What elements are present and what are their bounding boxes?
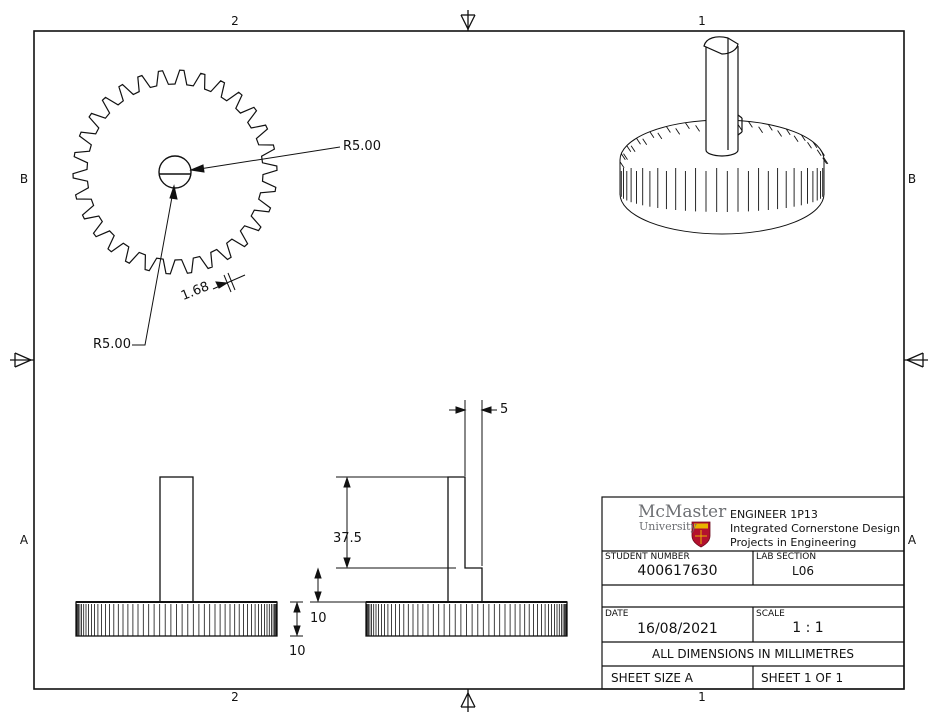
iso-tooth-face	[816, 149, 822, 156]
zone-label-bottom-right: 1	[698, 690, 706, 704]
iso-tooth-face	[630, 145, 636, 153]
iso-tooth-face	[619, 161, 625, 169]
zone-label-bottom-left: 2	[231, 690, 239, 704]
lab-section-value: L06	[792, 564, 814, 578]
iso-tooth-face	[626, 145, 632, 152]
iso-tooth-face	[807, 141, 812, 149]
gear-thickness-dimension	[290, 601, 303, 637]
gear-isometric-view	[619, 36, 829, 235]
iso-tooth-face	[649, 131, 655, 138]
front-gear-ridges	[75, 604, 278, 636]
hub-height-dimension	[310, 567, 366, 603]
iso-tooth-face	[737, 124, 743, 131]
zone-label-right-lower: A	[907, 533, 917, 547]
crest-logo	[691, 521, 711, 548]
gear-front-view	[75, 476, 278, 637]
course-name-line1: Integrated Cornerstone Design	[730, 522, 901, 535]
iso-tooth-face	[620, 153, 626, 160]
iso-tooth-face	[675, 128, 681, 135]
iso-tooth-face	[636, 137, 641, 145]
iso-tooth-face	[748, 121, 753, 128]
flat-width-label: 5	[500, 402, 509, 417]
units-note: ALL DIMENSIONS IN MILLIMETRES	[651, 647, 855, 661]
iso-tooth-face	[657, 132, 663, 140]
side-gear-ridges	[365, 604, 568, 636]
center-mark-right	[904, 352, 928, 368]
shaft-hole	[158, 155, 192, 189]
tooth-width-dimension	[212, 272, 246, 293]
logo-university: University	[639, 520, 697, 533]
iso-tooth-face	[758, 126, 763, 133]
iso-tooth-face	[820, 149, 825, 156]
center-mark-bottom	[460, 689, 476, 712]
front-shaft	[159, 476, 194, 603]
iso-gear-teeth	[619, 119, 829, 212]
zone-label-right-upper: B	[907, 172, 917, 186]
hole-radius-label-right: R5.00	[343, 139, 381, 154]
iso-tooth-face	[685, 122, 690, 129]
sheet-number: SHEET 1 OF 1	[761, 671, 844, 685]
hole-radius-label-left: R5.00	[93, 337, 131, 352]
scale-label: SCALE	[756, 609, 785, 619]
iso-shaft	[703, 36, 743, 157]
gear-top-view	[72, 69, 278, 275]
sheet-size: SHEET SIZE A	[611, 671, 693, 685]
zone-label-top-right: 1	[698, 14, 706, 28]
flat-width-dimension	[449, 400, 497, 566]
iso-tooth-face	[777, 130, 782, 137]
side-shaft	[447, 476, 483, 602]
zone-label-top-left: 2	[231, 14, 239, 28]
gear-tooth-outline	[72, 69, 278, 275]
student-number-label: STUDENT NUMBER	[605, 552, 690, 562]
iso-tooth-face	[695, 125, 700, 132]
zone-label-left-lower: A	[19, 533, 29, 547]
student-number-value: 400617630	[637, 563, 718, 579]
iso-tooth-face	[800, 134, 806, 142]
iso-tooth-face	[642, 138, 648, 146]
hole-radius-leader-right	[189, 146, 341, 173]
iso-tooth-face	[623, 153, 628, 160]
iso-tooth-face	[793, 135, 799, 142]
center-mark-left	[10, 352, 34, 368]
iso-tooth-face	[812, 141, 818, 149]
hub-height-label: 10	[310, 611, 327, 626]
title-block	[601, 496, 905, 690]
date-value: 16/08/2021	[637, 621, 718, 637]
logo-mcmaster: McMaster	[638, 502, 727, 522]
iso-tooth-face	[767, 124, 773, 131]
shaft-height-dimension	[336, 476, 456, 569]
iso-tooth-face	[823, 157, 829, 165]
scale-value: 1 : 1	[792, 620, 824, 636]
gear-thickness-label: 10	[289, 644, 306, 659]
date-label: DATE	[605, 609, 629, 619]
iso-tooth-face	[785, 128, 791, 136]
iso-tooth-face	[822, 157, 828, 164]
course-name-line2: Projects in Engineering	[730, 536, 857, 549]
gear-side-view	[365, 476, 568, 637]
lab-section-label: LAB SECTION	[756, 552, 817, 562]
shaft-height-label: 37.5	[333, 531, 362, 546]
center-mark-top	[460, 10, 476, 31]
course-code: ENGINEER 1P13	[730, 508, 818, 521]
zone-label-left-upper: B	[19, 172, 29, 186]
hole-radius-leader-left	[132, 184, 178, 346]
iso-tooth-face	[666, 126, 671, 133]
